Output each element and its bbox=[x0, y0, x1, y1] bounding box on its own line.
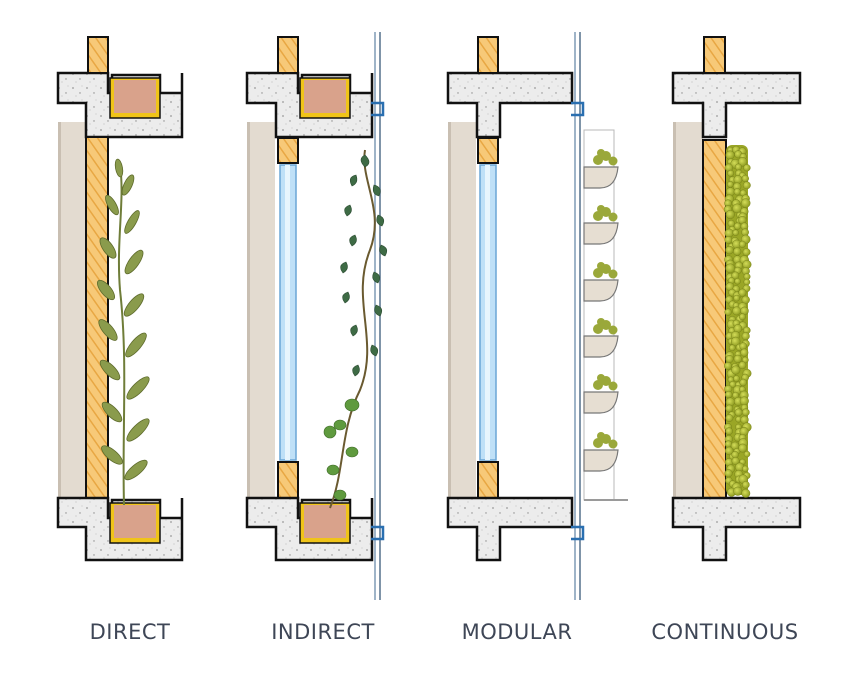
label-continuous: CONTINUOUS bbox=[651, 620, 799, 644]
planter-module bbox=[583, 262, 619, 302]
interior-wall bbox=[673, 122, 703, 498]
window-head bbox=[277, 137, 299, 164]
window-head bbox=[477, 137, 499, 164]
cable-bracket bbox=[371, 525, 385, 541]
planter-module bbox=[583, 374, 619, 414]
moss-layer bbox=[723, 145, 752, 498]
upper-planter-soil bbox=[114, 80, 156, 113]
planter-module bbox=[583, 432, 619, 472]
lower-planter-soil bbox=[114, 505, 156, 538]
bottom-slab bbox=[671, 496, 802, 562]
interior-wall-edge bbox=[247, 122, 250, 498]
window-sill bbox=[477, 461, 499, 499]
interior-wall-edge bbox=[448, 122, 451, 498]
interior-wall bbox=[247, 122, 275, 498]
bottom-slab bbox=[446, 496, 574, 562]
cable-bracket bbox=[571, 525, 585, 541]
label-modular: MODULAR bbox=[461, 620, 573, 644]
panel-indirect bbox=[245, 32, 388, 600]
upper-planter-soil bbox=[304, 80, 346, 113]
label-direct: DIRECT bbox=[89, 620, 171, 644]
window-glass-highlight bbox=[485, 165, 490, 460]
window-sill bbox=[277, 461, 299, 499]
upper-wall-block bbox=[703, 36, 726, 74]
lower-planter-soil bbox=[304, 505, 346, 538]
panel-modular bbox=[446, 32, 628, 600]
top-slab bbox=[671, 71, 802, 139]
label-indirect: INDIRECT bbox=[271, 620, 375, 644]
indirect-ivy-plant bbox=[323, 149, 388, 509]
upper-wall-block bbox=[87, 36, 109, 74]
direct-climbing-plant bbox=[96, 158, 150, 506]
planter-module bbox=[583, 318, 619, 358]
upper-wall-block bbox=[277, 36, 299, 74]
planter-modules bbox=[583, 149, 619, 472]
interior-wall bbox=[448, 122, 476, 498]
panel-continuous bbox=[671, 36, 802, 562]
main-wall bbox=[702, 139, 727, 499]
interior-wall-edge bbox=[673, 122, 676, 498]
planter-module bbox=[583, 205, 619, 245]
main-wall bbox=[85, 136, 109, 499]
cable-bracket bbox=[371, 101, 385, 117]
window-glass-highlight bbox=[285, 165, 290, 460]
planter-module bbox=[583, 149, 619, 189]
cable-bracket bbox=[571, 101, 585, 117]
upper-wall-block bbox=[477, 36, 499, 74]
interior-wall bbox=[58, 122, 86, 498]
panel-direct bbox=[56, 36, 184, 562]
interior-wall-edge bbox=[58, 122, 61, 498]
